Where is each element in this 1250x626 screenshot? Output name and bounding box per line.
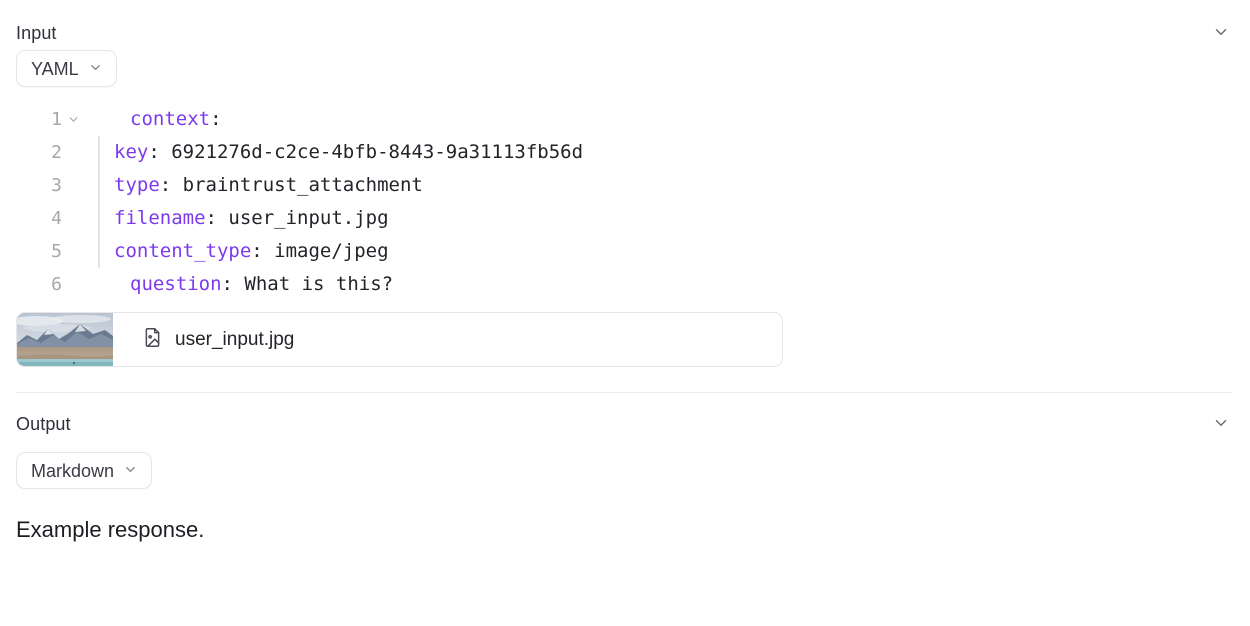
code-line-text: key: 6921276d-c2ce-4bfb-8443-9a31113fb56…: [100, 136, 583, 169]
attachment-filename: user_input.jpg: [175, 329, 295, 350]
yaml-value: 6921276d-c2ce-4bfb-8443-9a31113fb56d: [159, 141, 584, 163]
yaml-key: content_type: [114, 240, 252, 262]
fold-placeholder: [62, 202, 84, 235]
yaml-value: braintrust_attachment: [171, 174, 423, 196]
output-title: Output: [16, 414, 71, 434]
yaml-colon: :: [210, 108, 222, 130]
chevron-down-icon: [1212, 414, 1230, 435]
output-collapse-button[interactable]: [1208, 411, 1234, 437]
code-line: 5 content_type: image/jpeg: [16, 235, 1250, 268]
output-response-text: Example response.: [16, 517, 205, 542]
top-spacer: [0, 0, 1250, 16]
code-line-text: content_type: image/jpeg: [100, 235, 389, 268]
input-format-selector[interactable]: YAML: [16, 50, 117, 87]
yaml-key: question: [130, 273, 222, 295]
yaml-colon: :: [205, 207, 217, 229]
line-number: 1: [51, 109, 62, 130]
indent-guide: [98, 235, 100, 268]
code-line: 6 question: What is this?: [16, 268, 1250, 301]
code-line-text: context:: [100, 103, 222, 136]
line-number: 4: [51, 208, 62, 229]
fold-toggle-icon[interactable]: [62, 103, 84, 136]
input-title: Input: [16, 23, 57, 43]
fold-placeholder: [62, 268, 84, 301]
chevron-down-icon: [1212, 23, 1230, 44]
attachment-thumbnail[interactable]: [17, 313, 113, 366]
code-line: 2 key: 6921276d-c2ce-4bfb-8443-9a31113fb…: [16, 136, 1250, 169]
line-number: 5: [51, 241, 62, 262]
code-line-text: type: braintrust_attachment: [100, 169, 423, 202]
chevron-down-icon: [123, 462, 138, 480]
output-format-row: Markdown: [0, 452, 1250, 489]
chevron-down-icon: [88, 60, 103, 78]
yaml-value: user_input.jpg: [216, 207, 389, 229]
line-number: 2: [51, 142, 62, 163]
file-image-icon: [142, 327, 163, 353]
input-collapse-button[interactable]: [1208, 20, 1234, 46]
yaml-colon: :: [221, 273, 233, 295]
yaml-colon: :: [251, 240, 263, 262]
yaml-value: image/jpeg: [262, 240, 389, 262]
input-code-block[interactable]: 1 context: 2 key: 6921276d-c2ce-4bfb-844…: [0, 103, 1250, 301]
yaml-value: What is this?: [232, 273, 394, 295]
code-line: 3 type: braintrust_attachment: [16, 169, 1250, 202]
code-line: 4 filename: user_input.jpg: [16, 202, 1250, 235]
section-divider: [16, 392, 1233, 393]
output-section-header: Output: [0, 407, 1250, 441]
yaml-key: context: [130, 108, 211, 130]
fold-placeholder: [62, 136, 84, 169]
yaml-colon: :: [148, 141, 160, 163]
input-format-label: YAML: [31, 58, 79, 79]
attachment-wrap: user_input.jpg: [0, 301, 1250, 367]
yaml-key: type: [114, 174, 160, 196]
attachment-body: user_input.jpg: [113, 327, 294, 353]
output-format-label: Markdown: [31, 460, 115, 481]
output-format-selector[interactable]: Markdown: [16, 452, 153, 489]
yaml-key: filename: [114, 207, 206, 229]
input-format-row: YAML: [0, 50, 1250, 87]
code-line: 1 context:: [16, 103, 1250, 136]
attachment-card[interactable]: user_input.jpg: [16, 312, 783, 367]
code-line-text: question: What is this?: [100, 268, 393, 301]
input-section-header: Input: [0, 16, 1250, 50]
fold-placeholder: [62, 235, 84, 268]
line-number: 6: [51, 274, 62, 295]
indent-guide: [98, 169, 100, 202]
yaml-colon: :: [159, 174, 172, 196]
indent-guide: [98, 136, 100, 169]
indent-guide: [98, 202, 100, 235]
yaml-key: key: [114, 141, 149, 163]
line-number: 3: [51, 175, 62, 196]
output-body: Example response.: [0, 489, 1250, 545]
code-line-text: filename: user_input.jpg: [100, 202, 389, 235]
fold-placeholder: [62, 169, 84, 202]
